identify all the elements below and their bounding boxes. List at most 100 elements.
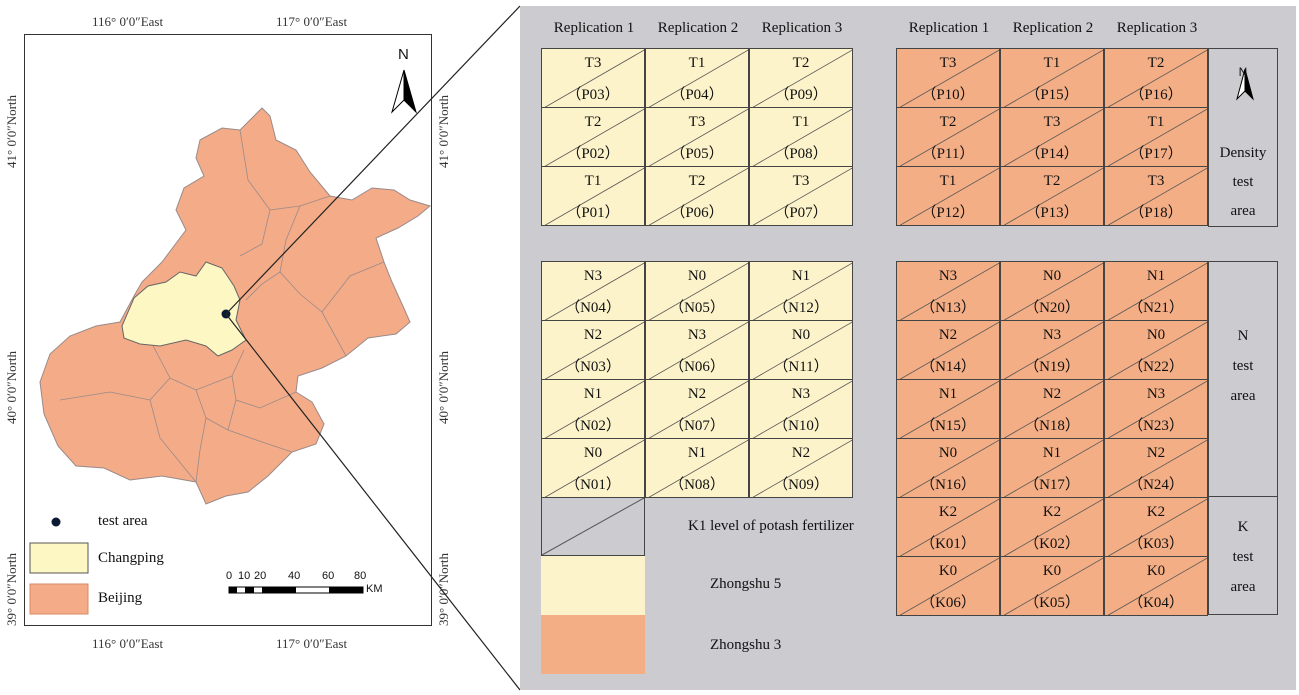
plot-id: （P08） (774, 146, 828, 162)
density-area-label-3: area (1230, 203, 1256, 219)
plot-cell-n-left: N1 （N12） (749, 261, 853, 321)
plot-cell-n-right: N2 （N24） (1104, 438, 1208, 498)
plot-id: （P11） (921, 146, 975, 162)
plot-id: （N20） (1024, 300, 1080, 316)
district-lines (59, 129, 385, 483)
plot-treatment: N2 (1146, 445, 1166, 461)
plot-cell-n-right: N1 （N17） (1000, 438, 1104, 498)
plot-cell-n-right: N3（N23） (1104, 379, 1208, 439)
header-right-rep2: Replication 2 (1012, 20, 1094, 36)
scale-tick: 10 (238, 570, 251, 582)
plot-id: （K03） (1128, 536, 1184, 552)
plot-id: （N05） (669, 300, 725, 316)
plot-cell-k-right: K2（K01） (896, 497, 1000, 557)
plot-id: （N22） (1128, 359, 1184, 375)
plot-cell-n-right: N1（N15） (896, 379, 1000, 439)
plot-treatment: N2 (583, 327, 603, 343)
plot-cell-n-left: N2（N09） (749, 438, 853, 498)
plot-treatment: K2 (1042, 504, 1062, 520)
plot-cell-n-right: N3（N13） (896, 261, 1000, 321)
plot-cell-k-right: K2（K03） (1104, 497, 1208, 557)
plot-id: （N07） (669, 418, 725, 434)
plot-id: （N23） (1128, 418, 1184, 434)
plot-id: （P05） (670, 146, 724, 162)
density-area-label-cell: N Density test area (1208, 48, 1278, 227)
plot-cell-density-left: T2（P09） (749, 48, 853, 108)
plot-id: （P12） (921, 205, 975, 221)
plot-treatment: N1 (791, 268, 811, 284)
plot-id: （P03） (566, 87, 620, 103)
legend-zhongshu3-label: Zhongshu 3 (710, 637, 782, 653)
plot-treatment: T3 (939, 55, 957, 71)
plot-cell-n-right: N3（N19） (1000, 320, 1104, 380)
legend-point-label: test area (98, 513, 148, 529)
plot-cell-density-right: T3（P14） (1000, 107, 1104, 167)
plot-treatment: K2 (938, 504, 958, 520)
plot-id: （P02） (566, 146, 620, 162)
plot-cell-n-right: N0（N20） (1000, 261, 1104, 321)
plot-treatment: T1 (1043, 55, 1061, 71)
scale-tick: 80 (354, 570, 367, 582)
plot-cell-density-right: T2（P13） (1000, 166, 1104, 226)
plot-id: （P06） (670, 205, 724, 221)
plot-id: （P18） (1129, 205, 1183, 221)
plot-id: （P13） (1025, 205, 1079, 221)
plot-id: （N03） (565, 359, 621, 375)
plot-cell-n-left: N1（N02） (541, 379, 645, 439)
header-right-rep1: Replication 1 (908, 20, 990, 36)
plot-treatment: N2 (687, 386, 707, 402)
plot-treatment: T1 (1147, 114, 1165, 130)
plot-treatment: N3 (687, 327, 707, 343)
plot-treatment: T3 (1043, 114, 1061, 130)
plot-cell-density-right: T2（P16） (1104, 48, 1208, 108)
plot-id: （P10） (921, 87, 975, 103)
n-area-label-1: N (1237, 328, 1249, 344)
plot-id: （N24） (1128, 477, 1184, 493)
plot-cell-n-left: N2 （N03） (541, 320, 645, 380)
plot-treatment: T1 (939, 173, 957, 189)
plot-cell-density-left: T2（P06） (645, 166, 749, 226)
plot-id: （N13） (920, 300, 976, 316)
bottom-coord-117: 117° 0′0″East (276, 636, 348, 651)
plot-treatment: T2 (939, 114, 957, 130)
bottom-coord-116: 116° 0′0″East (92, 636, 164, 651)
plot-id: （P07） (774, 205, 828, 221)
plot-cell-density-left: T3 （P03） (541, 48, 645, 108)
plot-id: （N18） (1024, 418, 1080, 434)
plot-cell-density-right: T3 （P10） (896, 48, 1000, 108)
plot-treatment: N3 (583, 268, 603, 284)
plot-cell-density-right: T1 （P15） (1000, 48, 1104, 108)
plot-treatment: N1 (938, 386, 958, 402)
changping-region (121, 261, 247, 357)
map-north-label: N (398, 46, 409, 63)
plot-id: （P17） (1129, 146, 1183, 162)
plot-id: （P01） (566, 205, 620, 221)
plot-cell-n-left: N3（N04） (541, 261, 645, 321)
plot-treatment: N3 (1042, 327, 1062, 343)
plot-cell-density-left: T1（P04） (645, 48, 749, 108)
plot-cell-density-left: T3 （P07） (749, 166, 853, 226)
plot-id: （K06） (920, 595, 976, 611)
plot-cell-density-right: T3（P18） (1104, 166, 1208, 226)
plot-id: （N06） (669, 359, 725, 375)
legend-point-icon (51, 517, 61, 527)
header-left-rep3: Replication 3 (761, 20, 843, 36)
plot-treatment: N2 (938, 327, 958, 343)
plot-cell-n-left: N0（N01） (541, 438, 645, 498)
plot-treatment: T2 (792, 55, 810, 71)
plot-treatment: N0 (687, 268, 707, 284)
plot-cell-density-right: T2 （P11） (896, 107, 1000, 167)
plot-treatment: K0 (1146, 563, 1166, 579)
plot-id: （K02） (1024, 536, 1080, 552)
plot-id: （N12） (773, 300, 829, 316)
plot-treatment: T3 (792, 173, 810, 189)
plot-treatment: T3 (584, 55, 602, 71)
plot-id: （N02） (565, 418, 621, 434)
plot-treatment: N1 (1042, 445, 1062, 461)
plot-id: （N17） (1024, 477, 1080, 493)
plot-id: （P15） (1025, 87, 1079, 103)
legend-beijing-label: Beijing (98, 590, 143, 606)
plot-cell-n-left: N1（N08） (645, 438, 749, 498)
plot-treatment: N2 (1042, 386, 1062, 402)
header-left-rep2: Replication 2 (657, 20, 739, 36)
